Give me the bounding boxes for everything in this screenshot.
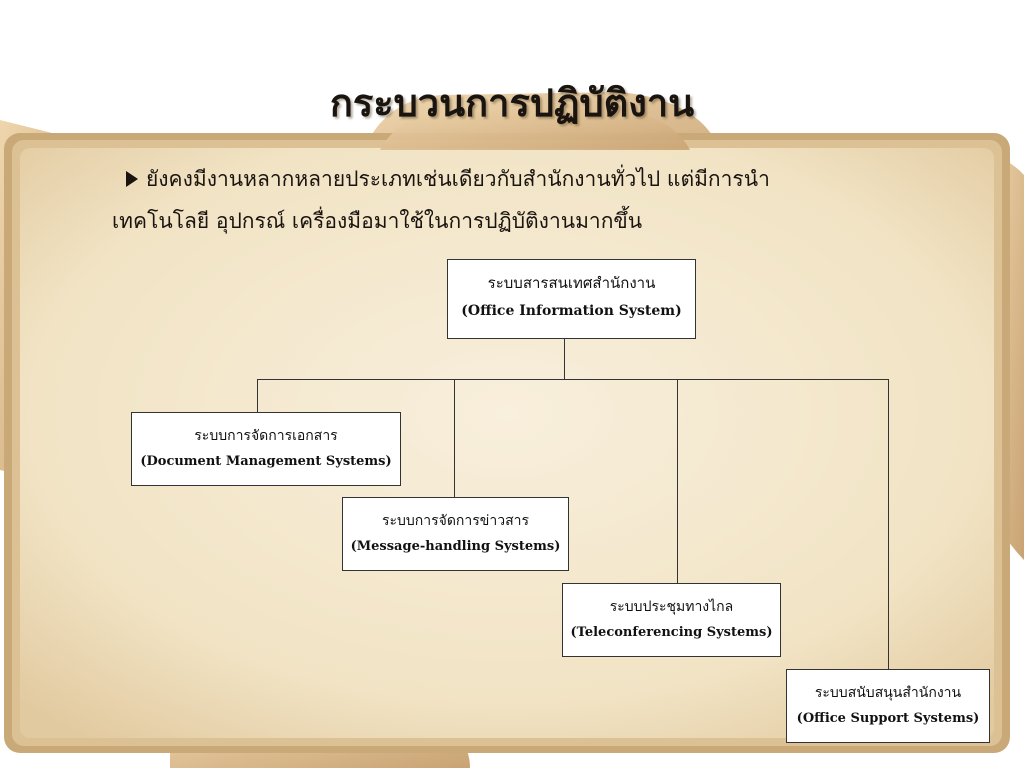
node-message-handling: ระบบการจัดการข่าวสาร (Message-handling S… [342,497,569,571]
node-thai-label: ระบบสนับสนุนสำนักงาน [814,685,962,701]
bullet-line-1: ยังคงมีงานหลากหลายประเภทเช่นเดียวกับสำนั… [112,158,912,200]
node-teleconferencing: ระบบประชุมทางไกล (Teleconferencing Syste… [562,583,781,657]
node-thai-label: ระบบสารสนเทศสำนักงาน [487,274,656,292]
slide-title: กระบวนการปฏิบัติงาน [329,80,695,125]
node-thai-label: ระบบการจัดการข่าวสาร [381,513,530,529]
node-thai-label: ระบบการจัดการเอกสาร [194,428,338,444]
node-english-label: (Document Management Systems) [140,454,392,469]
node-english-label: (Office Support Systems) [796,711,980,726]
node-office-support: ระบบสนับสนุนสำนักงาน (Office Support Sys… [786,669,990,743]
node-office-information-system: ระบบสารสนเทศสำนักงาน (Office Information… [447,259,696,339]
node-document-management: ระบบการจัดการเอกสาร (Document Management… [131,412,401,486]
bullet-text-1: ยังคงมีงานหลากหลายประเภทเช่นเดียวกับสำนั… [146,167,770,191]
bullet-arrow-icon [126,171,138,187]
bullet-line-2: เทคโนโลยี อุปกรณ์ เครื่องมือมาใช้ในการปฏ… [112,209,643,233]
node-english-label: (Teleconferencing Systems) [570,625,773,640]
node-english-label: (Office Information System) [461,303,682,319]
bullet-paragraph: ยังคงมีงานหลากหลายประเภทเช่นเดียวกับสำนั… [112,158,912,242]
node-english-label: (Message-handling Systems) [350,539,561,554]
node-thai-label: ระบบประชุมทางไกล [609,599,734,615]
